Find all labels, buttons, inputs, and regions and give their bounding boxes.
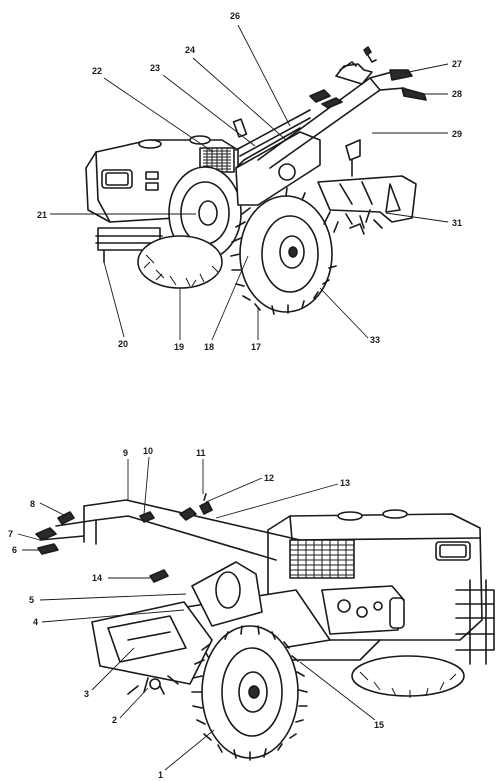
front-view-leaders bbox=[17, 456, 376, 771]
callout-17: 17 bbox=[251, 342, 261, 352]
callout-23: 23 bbox=[150, 63, 160, 73]
callout-33: 33 bbox=[370, 335, 380, 345]
rear-tyre-right bbox=[230, 187, 337, 315]
front-tyre bbox=[191, 625, 308, 761]
front-view-callouts: 9 10 11 12 13 8 7 6 14 5 4 3 2 15 1 bbox=[8, 446, 384, 780]
callout-4: 4 bbox=[33, 617, 38, 627]
callout-12: 12 bbox=[264, 473, 274, 483]
rear-view-leaders bbox=[50, 24, 449, 341]
callout-6: 6 bbox=[12, 545, 17, 555]
rear-tyre-back bbox=[351, 655, 465, 698]
callout-24: 24 bbox=[185, 45, 195, 55]
front-bumper-front bbox=[455, 579, 495, 665]
fuel-cap-front bbox=[337, 511, 363, 521]
tiller-hood bbox=[317, 139, 417, 223]
callout-28: 28 bbox=[452, 89, 462, 99]
callout-10: 10 bbox=[143, 446, 153, 456]
callout-3: 3 bbox=[84, 689, 89, 699]
callout-18: 18 bbox=[204, 342, 214, 352]
radiator-grille-front bbox=[289, 539, 355, 579]
callout-5: 5 bbox=[29, 595, 34, 605]
callout-19: 19 bbox=[174, 342, 184, 352]
handlebars bbox=[257, 46, 427, 169]
callout-7: 7 bbox=[8, 529, 13, 539]
callout-15: 15 bbox=[374, 720, 384, 730]
water-cap bbox=[189, 135, 211, 145]
callout-27: 27 bbox=[452, 59, 462, 69]
callout-20: 20 bbox=[118, 339, 128, 349]
callout-11: 11 bbox=[196, 448, 206, 458]
engine-nameplate bbox=[101, 169, 133, 189]
callout-2: 2 bbox=[112, 715, 117, 725]
callout-1: 1 bbox=[158, 770, 163, 780]
callout-9: 9 bbox=[123, 448, 128, 458]
rear-view-callouts: 26 24 22 23 27 28 29 21 31 20 19 18 17 3… bbox=[37, 11, 462, 352]
engine-nameplate-front bbox=[435, 541, 471, 561]
front-view-illustration bbox=[35, 493, 495, 761]
callout-8: 8 bbox=[30, 499, 35, 509]
handlebars-front bbox=[35, 493, 301, 583]
throttle-grip bbox=[35, 527, 57, 541]
callout-31: 31 bbox=[452, 218, 462, 228]
callout-29: 29 bbox=[452, 129, 462, 139]
callout-21: 21 bbox=[37, 210, 47, 220]
callout-22: 22 bbox=[92, 66, 102, 76]
callout-13: 13 bbox=[340, 478, 350, 488]
callout-26: 26 bbox=[230, 11, 240, 21]
gearbox bbox=[235, 131, 321, 206]
tiller-hood-front bbox=[91, 601, 213, 685]
callout-14: 14 bbox=[92, 573, 102, 583]
rear-view-illustration bbox=[85, 46, 427, 315]
fuel-cap bbox=[138, 139, 162, 149]
belt-cover bbox=[191, 561, 263, 627]
rear-tyre-left bbox=[137, 235, 223, 289]
